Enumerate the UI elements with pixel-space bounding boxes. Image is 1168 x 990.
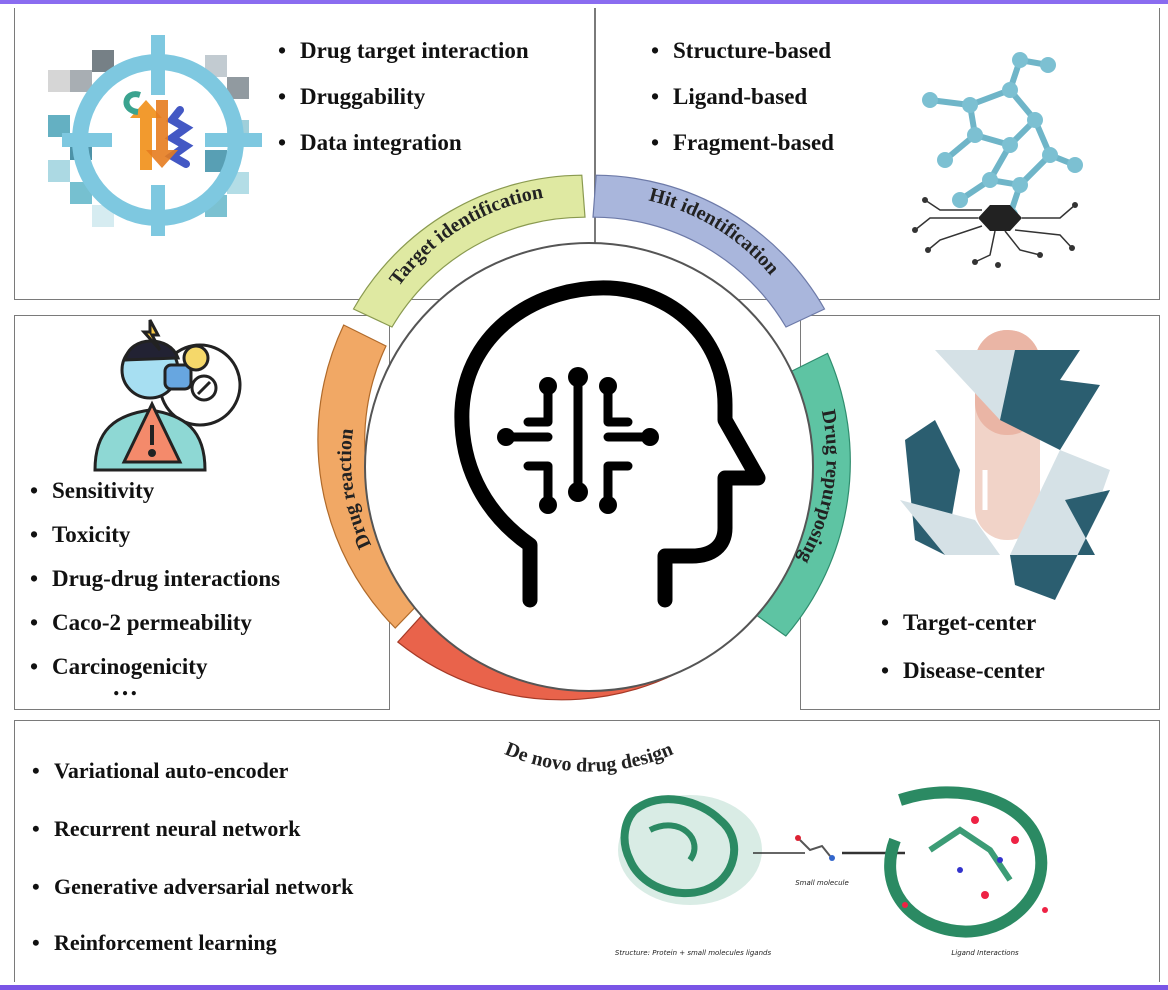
list-item: Drug target interaction — [278, 38, 529, 64]
svg-text:De novo drug design: De novo drug design — [502, 738, 676, 777]
list-item: Caco-2 permeability — [30, 610, 252, 636]
list-item: Druggability — [278, 84, 425, 110]
top-frame-line — [0, 0, 1168, 4]
caption-structure: Structure: Protein + small molecules lig… — [615, 949, 772, 957]
list-item: Carcinogenicity — [30, 654, 208, 680]
recycle-capsule-icon — [900, 330, 1110, 600]
list-item: Sensitivity — [30, 478, 154, 504]
caption-ligand-interactions: Ligand Interactions — [951, 949, 1019, 957]
list-item: Recurrent neural network — [32, 816, 300, 842]
molecule-chip-icon — [912, 52, 1083, 268]
target-crosshair-protein-icon — [48, 35, 262, 236]
list-item: Disease-center — [881, 658, 1045, 684]
list-item: Ligand-based — [651, 84, 807, 110]
list-item: Target-center — [881, 610, 1036, 636]
caption-small-molecule: Small molecule — [795, 879, 849, 887]
ai-head-circuit-icon — [454, 280, 766, 608]
ring-label-de-novo-drug-design: De novo drug design — [502, 738, 676, 777]
list-item: Generative adversarial network — [32, 874, 353, 900]
ring-segment-target-identification — [352, 174, 586, 328]
protein-ligand-icon: Structure: Protein + small molecules lig… — [615, 786, 1048, 957]
list-item: Structure-based — [651, 38, 831, 64]
list-item: Reinforcement learning — [32, 930, 277, 956]
ring-segment-hit-identification — [592, 174, 826, 328]
list-item: Drug-drug interactions — [30, 566, 280, 592]
list-item: Variational auto-encoder — [32, 758, 288, 784]
drug-reaction-ellipsis: … — [112, 672, 138, 701]
list-item: Data integration — [278, 130, 462, 156]
list-item: Toxicity — [30, 522, 131, 548]
bottom-frame-line — [0, 985, 1168, 990]
list-item: Fragment-based — [651, 130, 834, 156]
person-warning-icon — [93, 319, 242, 472]
